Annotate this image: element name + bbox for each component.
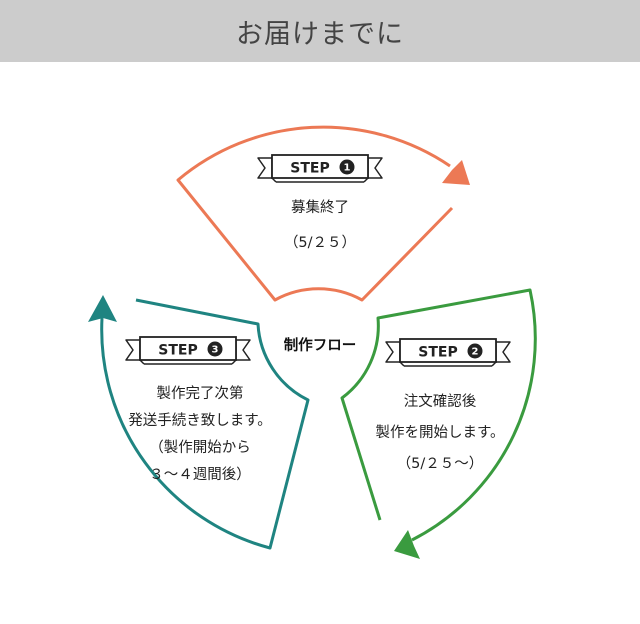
- step2-line-1: 注文確認後: [404, 393, 477, 410]
- step2-sector: [340, 288, 537, 559]
- step1-number-circle: [339, 159, 355, 175]
- page-title: お届けまでに: [236, 18, 404, 50]
- step2-number: 2: [472, 347, 479, 358]
- step3-number-circle: [207, 341, 223, 357]
- step2-number-circle: [467, 343, 483, 359]
- step1-arrowhead: [442, 160, 470, 185]
- step1-number: 1: [344, 163, 351, 174]
- center-label: 制作フロー: [284, 336, 357, 354]
- step3-line-4: ３～４週間後）: [149, 466, 251, 483]
- step1-badge-label: STEP: [290, 161, 329, 177]
- step2-arrowhead: [394, 530, 420, 559]
- step1-line-1: 募集終了: [291, 199, 349, 216]
- step2-badge-label: STEP: [418, 345, 457, 361]
- step2-outline: [340, 288, 537, 542]
- step3-line-3: （製作開始から: [149, 439, 251, 456]
- step3-line-2: 発送手続き致します。: [128, 412, 272, 429]
- step3-outline: [100, 298, 310, 550]
- header-bar: お届けまでに: [0, 0, 640, 62]
- step2-line-3: （5/２５～）: [397, 455, 484, 472]
- step1-line-2: （5/２５）: [284, 234, 356, 251]
- step3-arrowhead: [88, 295, 117, 322]
- step2-badge: STEP 2: [385, 338, 511, 367]
- step3-line-1: 製作完了次第: [157, 384, 244, 402]
- step3-badge-label: STEP: [158, 343, 197, 359]
- step3-sector: [88, 295, 310, 550]
- step3-badge: STEP 3: [125, 336, 251, 365]
- step3-number: 3: [212, 345, 219, 356]
- step2-line-2: 製作を開始します。: [375, 424, 504, 441]
- step1-badge: STEP 1: [257, 154, 383, 183]
- step1-outline: [176, 125, 454, 302]
- step1-sector: [176, 125, 470, 302]
